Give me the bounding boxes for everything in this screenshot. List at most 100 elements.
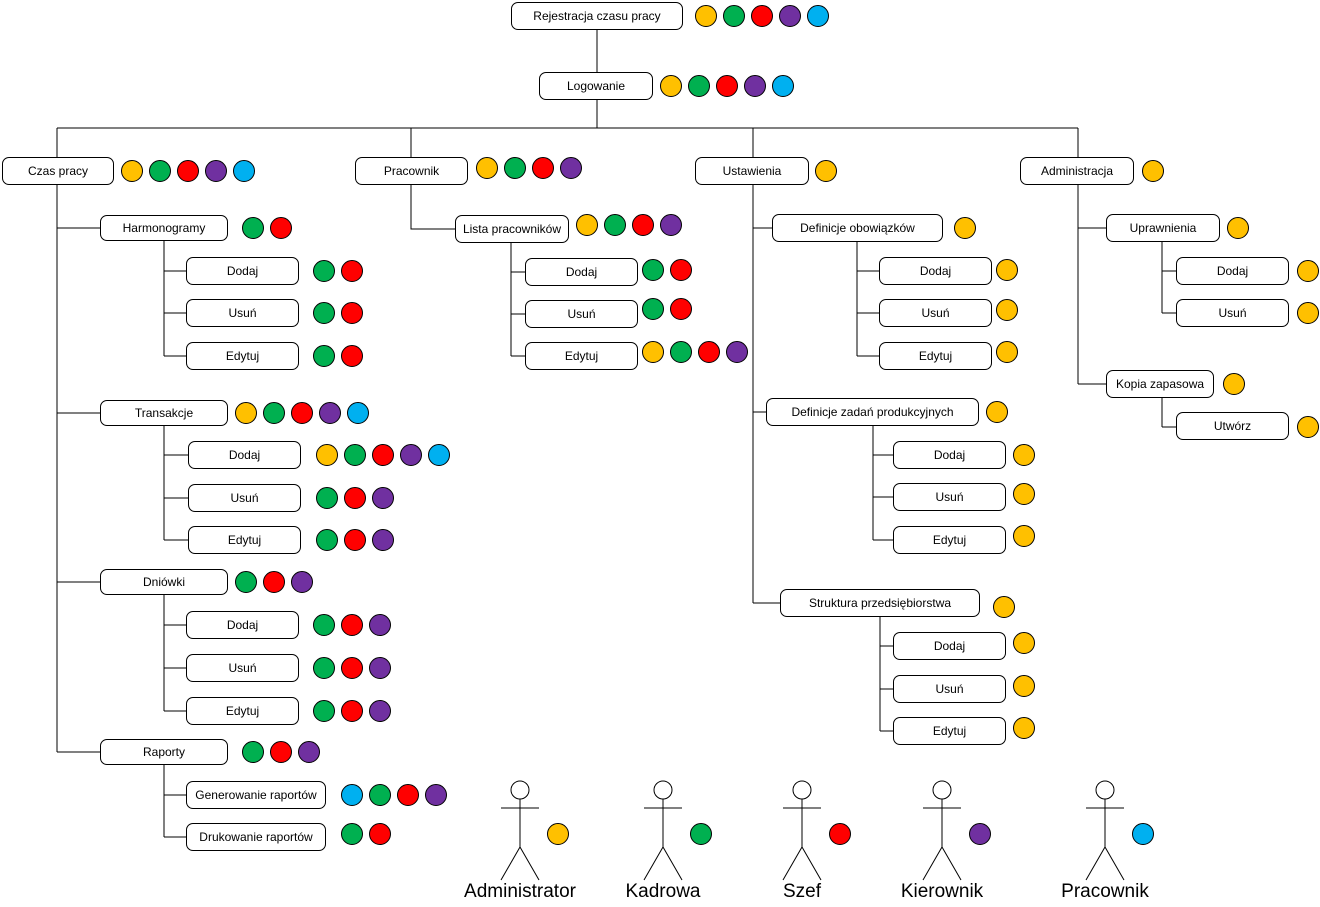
- node-def-ob-usun[interactable]: Usuń: [879, 299, 992, 327]
- node-label: Administracja: [1040, 164, 1114, 178]
- actor-limb: [1104, 846, 1125, 881]
- node-label: Drukowanie raportów: [199, 830, 313, 844]
- node-def-ob[interactable]: Definicje obowiązków: [772, 214, 943, 242]
- role-dot-purple: [372, 487, 394, 509]
- role-dot-green: [263, 402, 285, 424]
- node-rap-gen[interactable]: Generowanie raportów: [186, 781, 326, 809]
- node-dn-dodaj[interactable]: Dodaj: [186, 611, 299, 639]
- role-dot-blue: [233, 160, 255, 182]
- role-dot-yellow: [986, 401, 1008, 423]
- role-dot-red: [263, 571, 285, 593]
- node-lista[interactable]: Lista pracowników: [455, 215, 569, 243]
- node-label: Raporty: [142, 745, 186, 759]
- node-label: Edytuj: [225, 704, 260, 718]
- role-dot-purple: [560, 157, 582, 179]
- node-lista-dodaj[interactable]: Dodaj: [525, 258, 638, 286]
- node-login[interactable]: Logowanie: [539, 72, 653, 100]
- role-dot-green: [149, 160, 171, 182]
- node-label: Dodaj: [226, 618, 259, 632]
- actor-head: [792, 780, 812, 800]
- node-label: Dodaj: [933, 639, 966, 653]
- role-dot-purple: [319, 402, 341, 424]
- node-dn-edytuj[interactable]: Edytuj: [186, 697, 299, 725]
- node-label: Usuń: [1218, 306, 1247, 320]
- node-harm[interactable]: Harmonogramy: [100, 215, 228, 241]
- node-label: Edytuj: [932, 533, 967, 547]
- node-trans-dodaj[interactable]: Dodaj: [188, 441, 301, 469]
- node-def-zad-dodaj[interactable]: Dodaj: [893, 441, 1006, 469]
- node-kopia-utworz[interactable]: Utwórz: [1176, 412, 1289, 440]
- node-pracownik[interactable]: Pracownik: [355, 157, 468, 185]
- node-admin[interactable]: Administracja: [1020, 157, 1134, 185]
- node-upraw-dodaj[interactable]: Dodaj: [1176, 257, 1289, 285]
- role-dot-green: [688, 75, 710, 97]
- role-dot-green: [504, 157, 526, 179]
- role-dot-green: [642, 298, 664, 320]
- node-label: Usuń: [935, 490, 964, 504]
- actor-head: [653, 780, 673, 800]
- node-lista-edytuj[interactable]: Edytuj: [525, 342, 638, 370]
- role-dot-purple: [298, 741, 320, 763]
- node-def-ob-dodaj[interactable]: Dodaj: [879, 257, 992, 285]
- role-dot-green: [313, 657, 335, 679]
- node-czas[interactable]: Czas pracy: [2, 157, 114, 185]
- role-dot-green: [313, 700, 335, 722]
- role-dot-purple: [726, 341, 748, 363]
- role-dot-blue: [347, 402, 369, 424]
- node-def-zad-usun[interactable]: Usuń: [893, 483, 1006, 511]
- node-root[interactable]: Rejestracja czasu pracy: [511, 2, 683, 30]
- node-trans[interactable]: Transakcje: [100, 400, 228, 426]
- node-label: Dniówki: [142, 575, 185, 589]
- node-raporty[interactable]: Raporty: [100, 739, 228, 765]
- node-label: Logowanie: [566, 79, 626, 93]
- node-def-zad-edytuj[interactable]: Edytuj: [893, 526, 1006, 554]
- role-dot-purple: [291, 571, 313, 593]
- actor-szef: [782, 780, 822, 881]
- role-dot-green: [341, 823, 363, 845]
- actor-kierownik: [922, 780, 962, 881]
- node-str-edytuj[interactable]: Edytuj: [893, 717, 1006, 745]
- role-dot-yellow: [996, 259, 1018, 281]
- node-upraw[interactable]: Uprawnienia: [1106, 214, 1220, 242]
- node-trans-usun[interactable]: Usuń: [188, 484, 301, 512]
- node-upraw-usun[interactable]: Usuń: [1176, 299, 1289, 327]
- actor-head: [932, 780, 952, 800]
- node-harm-usun[interactable]: Usuń: [186, 299, 299, 327]
- role-dot-green: [316, 487, 338, 509]
- node-str-usun[interactable]: Usuń: [893, 675, 1006, 703]
- node-dn-usun[interactable]: Usuń: [186, 654, 299, 682]
- role-dot-green: [313, 302, 335, 324]
- role-dot-red: [344, 487, 366, 509]
- node-def-zad[interactable]: Definicje zadań produkcyjnych: [766, 398, 979, 426]
- node-def-ob-edytuj[interactable]: Edytuj: [879, 342, 992, 370]
- node-label: Edytuj: [932, 724, 967, 738]
- role-dot-yellow: [316, 444, 338, 466]
- actor-role-dot-yellow: [547, 823, 569, 845]
- node-lista-usun[interactable]: Usuń: [525, 300, 638, 328]
- connector-line: [410, 185, 455, 230]
- node-harm-edytuj[interactable]: Edytuj: [186, 342, 299, 370]
- role-dot-purple: [779, 5, 801, 27]
- role-dot-red: [397, 784, 419, 806]
- node-str-dodaj[interactable]: Dodaj: [893, 632, 1006, 660]
- role-dot-green: [313, 614, 335, 636]
- node-kopia[interactable]: Kopia zapasowa: [1106, 370, 1214, 398]
- role-dot-green: [313, 260, 335, 282]
- role-dot-green: [604, 214, 626, 236]
- node-trans-edytuj[interactable]: Edytuj: [188, 526, 301, 554]
- actor-role-dot-green: [690, 823, 712, 845]
- actor-role-dot-purple: [969, 823, 991, 845]
- role-dot-blue: [341, 784, 363, 806]
- node-dniowki[interactable]: Dniówki: [100, 569, 228, 595]
- actor-label: Pracownik: [1061, 881, 1149, 902]
- node-ustawienia[interactable]: Ustawienia: [695, 157, 809, 185]
- node-struktura[interactable]: Struktura przedsiębiorstwa: [780, 589, 980, 617]
- actor-limb: [941, 846, 962, 881]
- actor-limb: [922, 846, 943, 881]
- node-harm-dodaj[interactable]: Dodaj: [186, 257, 299, 285]
- actor-limb: [643, 846, 664, 881]
- node-rap-druk[interactable]: Drukowanie raportów: [186, 823, 326, 851]
- role-dot-yellow: [1013, 483, 1035, 505]
- role-dot-yellow: [1142, 160, 1164, 182]
